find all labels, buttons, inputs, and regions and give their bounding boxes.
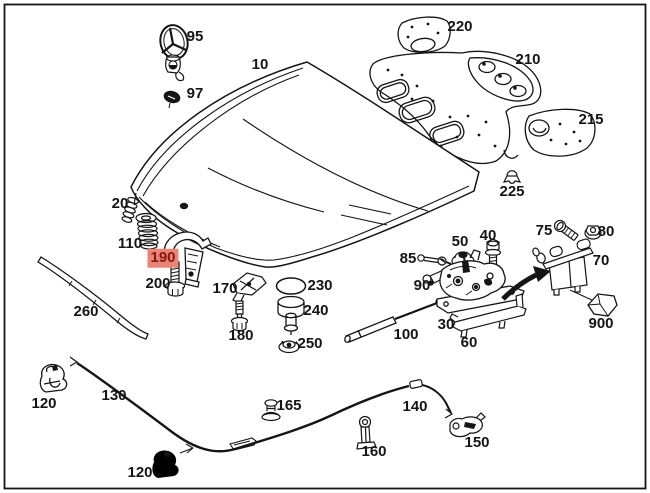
lever-150-shape	[449, 412, 486, 438]
part-label-30-22[interactable]: 30	[437, 315, 455, 333]
buffer-20-shape	[121, 196, 139, 223]
seal-strip-260-shape	[37, 256, 149, 340]
part-label-75-24[interactable]: 75	[535, 221, 553, 239]
insulation-pad-220-shape	[397, 16, 451, 53]
bracket-170-shape	[232, 272, 267, 304]
rail-60-shape	[449, 293, 527, 338]
part-label-85-17[interactable]: 85	[399, 249, 417, 267]
insulation-pad-215-shape	[524, 108, 596, 157]
part-label-200-10[interactable]: 200	[145, 274, 171, 292]
part-label-240-15[interactable]: 240	[303, 301, 329, 319]
clip-225-shape	[502, 170, 522, 184]
insulation-pad-210-shape	[369, 50, 542, 165]
part-label-165-31[interactable]: 165	[276, 396, 302, 414]
diagram-border	[3, 3, 647, 490]
hinge-190-shape	[163, 231, 212, 288]
part-label-100-21[interactable]: 100	[393, 325, 419, 343]
release-cable-130-140-shape	[69, 356, 454, 454]
part-label-70-26[interactable]: 70	[592, 251, 610, 269]
nut-250-shape	[278, 340, 300, 354]
part-label-190-9[interactable]: 190	[147, 248, 179, 268]
part-label-230-14[interactable]: 230	[307, 276, 333, 294]
part-label-210-4[interactable]: 210	[515, 50, 541, 68]
hood-shape	[130, 61, 480, 268]
part-label-50-19[interactable]: 50	[451, 232, 469, 250]
part-label-180-13[interactable]: 180	[228, 326, 254, 344]
hood-emblem-hole	[179, 202, 189, 210]
part-label-260-11[interactable]: 260	[73, 302, 99, 320]
cable-clip-120-shape	[39, 363, 68, 393]
part-label-10-2[interactable]: 10	[251, 55, 269, 73]
cable-arrow-shape	[501, 266, 551, 301]
spring-110-shape	[135, 212, 159, 250]
part-label-120-30[interactable]: 120	[127, 463, 153, 481]
part-label-60-23[interactable]: 60	[460, 333, 478, 351]
part-label-110-8[interactable]: 110	[117, 234, 143, 252]
link-85-shape	[417, 254, 452, 266]
bracket-160-shape	[356, 415, 377, 450]
screw-75-shape	[553, 219, 579, 241]
part-label-160-33[interactable]: 160	[361, 442, 387, 460]
part-label-250-16[interactable]: 250	[297, 334, 323, 352]
bolt-200-shape	[164, 261, 186, 297]
hood-lock-30-shape	[436, 249, 525, 314]
part-label-20-7[interactable]: 20	[111, 194, 129, 212]
nut-80-shape	[584, 225, 602, 240]
part-label-95-0[interactable]: 95	[186, 27, 204, 45]
part-label-170-12[interactable]: 170	[212, 279, 238, 297]
part-label-120-28[interactable]: 120	[31, 394, 57, 412]
part-label-215-5[interactable]: 215	[578, 110, 604, 128]
part-label-40-20[interactable]: 40	[479, 226, 497, 244]
part-label-220-3[interactable]: 220	[447, 17, 473, 35]
part-label-140-32[interactable]: 140	[402, 397, 428, 415]
stud-180-shape	[230, 300, 249, 332]
part-label-97-1[interactable]: 97	[186, 84, 204, 102]
part-label-90-18[interactable]: 90	[413, 276, 431, 294]
grommet-165-shape	[261, 399, 281, 422]
grommet-97-shape	[163, 90, 181, 109]
part-label-225-6[interactable]: 225	[499, 182, 525, 200]
seal-230-shape	[275, 277, 307, 295]
part-label-130-29[interactable]: 130	[101, 386, 127, 404]
part-label-900-27[interactable]: 900	[588, 314, 614, 332]
clip-900-shape	[587, 293, 618, 317]
part-label-80-25[interactable]: 80	[597, 222, 615, 240]
release-handle-70-shape	[532, 238, 595, 302]
buffer-240-shape	[277, 295, 305, 335]
star-emblem-95-shape	[159, 24, 189, 82]
part-label-150-34[interactable]: 150	[464, 433, 490, 451]
